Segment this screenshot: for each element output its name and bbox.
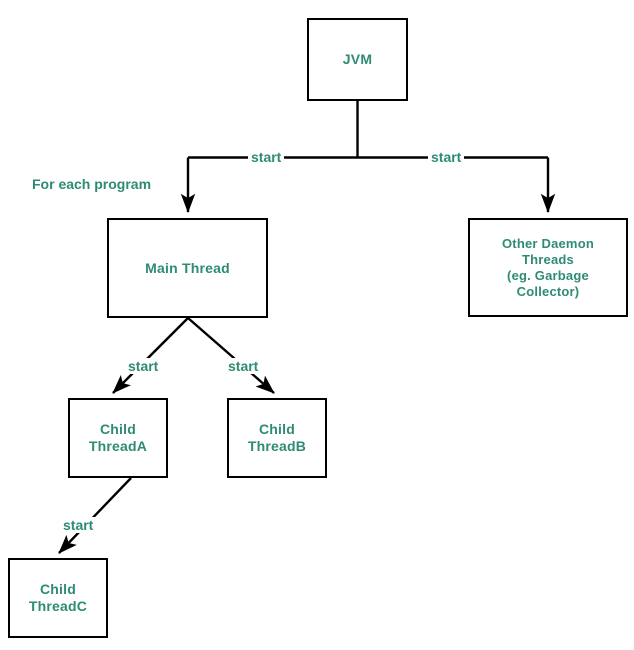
edge-label-start-child-b: start xyxy=(225,358,262,374)
node-main-thread-label: Main Thread xyxy=(145,259,230,276)
node-other-daemon-threads-label: Other Daemon Threads (eg. Garbage Collec… xyxy=(502,235,594,299)
annotation-for-each-program: For each program xyxy=(32,176,152,193)
edge-label-start-child-a: start xyxy=(125,358,162,374)
connector-main-thread-to-child-a xyxy=(112,317,189,394)
node-child-thread-a-label: Child ThreadA xyxy=(88,421,148,454)
node-jvm[interactable]: JVM xyxy=(307,18,408,101)
node-child-thread-b-label: Child ThreadB xyxy=(247,421,307,454)
edge-label-start-main: start xyxy=(248,149,285,165)
node-child-thread-b[interactable]: Child ThreadB xyxy=(227,398,327,478)
edge-label-start-child-c: start xyxy=(60,517,97,533)
node-child-thread-c[interactable]: Child ThreadC xyxy=(8,558,108,638)
connector-main-thread-to-child-b xyxy=(187,317,275,394)
edge-label-start-daemon: start xyxy=(428,149,465,165)
node-child-thread-c-label: Child ThreadC xyxy=(28,581,88,614)
connector-child-a-to-child-c xyxy=(58,477,132,554)
node-other-daemon-threads[interactable]: Other Daemon Threads (eg. Garbage Collec… xyxy=(468,218,628,317)
node-main-thread[interactable]: Main Thread xyxy=(107,218,268,318)
node-child-thread-a[interactable]: Child ThreadA xyxy=(68,398,168,478)
node-jvm-label: JVM xyxy=(342,51,373,67)
